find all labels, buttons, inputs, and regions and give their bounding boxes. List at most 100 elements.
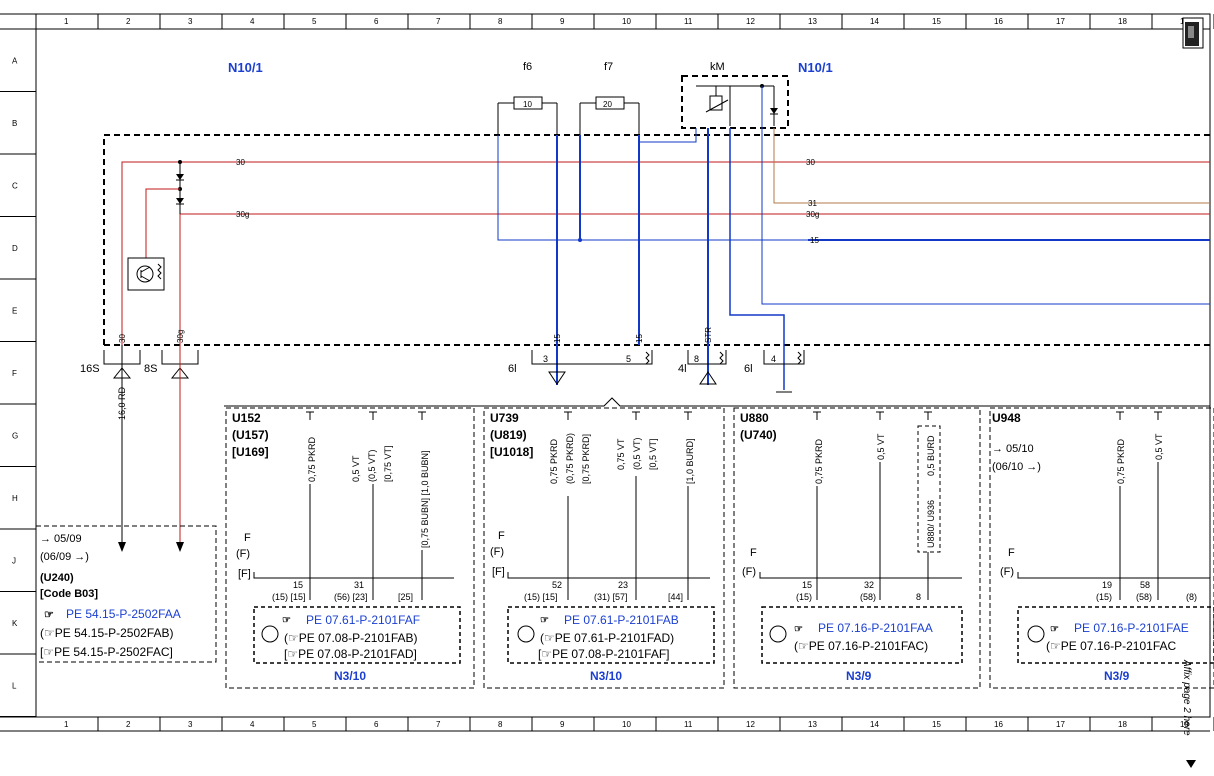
- svg-text:23: 23: [618, 580, 628, 590]
- column-number: 1: [64, 17, 69, 26]
- svg-text:(15) [15]: (15) [15]: [272, 592, 306, 602]
- row-letter: B: [12, 119, 17, 128]
- svg-text:F: F: [1008, 547, 1015, 559]
- svg-text:15: 15: [802, 580, 812, 590]
- wire-30g-right-label: 30g: [806, 210, 819, 219]
- document-icon[interactable]: [1182, 17, 1204, 49]
- svg-text:(58): (58): [1136, 592, 1152, 602]
- connector-4l: [687, 350, 727, 385]
- connector-6l: [531, 350, 653, 385]
- column-number: 6: [374, 720, 379, 729]
- u240-box: [35, 525, 217, 663]
- wire-15-label: 15: [810, 236, 819, 245]
- doc-ref-link[interactable]: [☞PE 07.08-P-2101FAD]: [284, 647, 417, 661]
- doc-ref-link[interactable]: PE 07.16-P-2101FAE: [1074, 621, 1189, 635]
- column-number: 9: [560, 17, 565, 26]
- column-number: 11: [684, 720, 693, 729]
- svg-text:U880: U880: [740, 411, 769, 425]
- variant-panel-u880: U880 (U740) 0,75 PKRD 0,5 VT 0,5 BURD U8…: [733, 407, 981, 689]
- row-letter: A: [12, 56, 18, 65]
- pin-30g-label: 30g: [176, 330, 185, 343]
- row-letter: J: [12, 556, 16, 565]
- svg-text:☞: ☞: [794, 624, 803, 635]
- row-letter: F: [12, 369, 17, 378]
- connector-16s: [103, 345, 141, 552]
- fuse-f7: 20: [579, 96, 640, 135]
- svg-text:F: F: [750, 547, 757, 559]
- column-number: 4: [250, 720, 255, 729]
- u240-line4: [Code B03]: [40, 588, 98, 600]
- svg-text:[0,5 VT]: [0,5 VT]: [648, 438, 658, 470]
- svg-text:[0,75 PKRD]: [0,75 PKRD]: [581, 434, 591, 484]
- svg-text:(F): (F): [236, 548, 250, 560]
- svg-text:U739: U739: [490, 411, 519, 425]
- fuse-f6-label: f6: [523, 61, 532, 73]
- doc-ref-link[interactable]: (☞PE 07.16-P-2101FAC): [794, 639, 928, 653]
- svg-text:F: F: [498, 530, 505, 542]
- column-number: 17: [1056, 17, 1065, 26]
- column-number: 9: [560, 720, 565, 729]
- svg-text:0,5 VT: 0,5 VT: [1154, 433, 1164, 460]
- svg-text:[44]: [44]: [668, 592, 683, 602]
- column-number: 14: [870, 720, 879, 729]
- doc-ref-link[interactable]: (☞PE 07.16-P-2101FAC: [1046, 639, 1176, 653]
- svg-text:☞: ☞: [282, 615, 291, 626]
- affix-note: Affix page 2 here: [1181, 659, 1192, 736]
- doc-ref-link[interactable]: PE 07.16-P-2101FAA: [818, 621, 933, 635]
- svg-text:(58): (58): [860, 592, 876, 602]
- column-number: 16: [994, 720, 1003, 729]
- svg-text:U948: U948: [992, 411, 1021, 425]
- pin-5-label: 5: [626, 354, 631, 364]
- row-letter: E: [12, 306, 17, 315]
- blue-wires: [497, 86, 1210, 390]
- svg-text:(8): (8): [1186, 592, 1197, 602]
- pin-8-label: 8: [694, 354, 699, 364]
- column-number: 19: [1180, 720, 1189, 729]
- pin-15a-label: 15: [553, 334, 562, 343]
- wire-30-right-label: 30: [806, 158, 815, 167]
- column-number: 10: [622, 720, 631, 729]
- doc-ref-link[interactable]: [☞PE 07.08-P-2101FAF]: [538, 647, 670, 661]
- row-letter: D: [12, 244, 18, 253]
- column-number: 11: [684, 17, 693, 26]
- wire-31-label: 31: [808, 199, 817, 208]
- fuse-f7-label: f7: [604, 61, 613, 73]
- doc-ref-link[interactable]: PE 07.61-P-2101FAF: [306, 613, 420, 627]
- column-number: 13: [808, 720, 817, 729]
- svg-text:8: 8: [916, 592, 921, 602]
- pin-15b-label: 15: [635, 334, 644, 343]
- doc-ref-link[interactable]: (☞PE 07.61-P-2101FAD): [540, 631, 674, 645]
- svg-text:0,5 VT: 0,5 VT: [876, 433, 886, 460]
- connector-6l-right: [763, 350, 805, 393]
- svg-text:52: 52: [552, 580, 562, 590]
- doc-ref-link[interactable]: PE 07.61-P-2101FAB: [564, 613, 679, 627]
- svg-text:N3/9: N3/9: [846, 669, 872, 683]
- svg-text:[1,0 BURD]: [1,0 BURD]: [685, 438, 695, 484]
- column-number: 15: [932, 17, 941, 26]
- connector-6l-label: 6l: [508, 363, 517, 375]
- u240-ref2-link[interactable]: (☞PE 54.15-P-2502FAB): [40, 626, 174, 640]
- pin-30-label: 30: [118, 334, 127, 343]
- fuse-f6: 10: [497, 96, 558, 135]
- wire-spec: [0,75 VT]: [383, 445, 393, 482]
- svg-text:(15) [15]: (15) [15]: [524, 592, 558, 602]
- svg-text:0,75 PKRD: 0,75 PKRD: [1116, 438, 1126, 484]
- column-number: 18: [1118, 720, 1127, 729]
- connector-16s-label: 16S: [80, 363, 100, 375]
- u240-ref1-link[interactable]: PE 54.15-P-2502FAA: [66, 607, 181, 621]
- column-number: 10: [622, 17, 631, 26]
- doc-ref-link[interactable]: (☞PE 07.08-P-2101FAB): [284, 631, 418, 645]
- svg-text:U880/ U936: U880/ U936: [926, 500, 936, 548]
- svg-text:0,5 BURD: 0,5 BURD: [926, 435, 936, 476]
- variant-panel-u739: U739 (U819) [U1018] 0,75 PKRD (0,75 PKRD…: [483, 407, 725, 689]
- row-letter: C: [12, 181, 18, 190]
- connector-4l-label: 4l: [678, 363, 687, 375]
- column-number: 5: [312, 17, 317, 26]
- svg-text:(06/10 →): (06/10 →): [992, 461, 1041, 473]
- column-number: 1: [64, 720, 69, 729]
- module-label-left: N10/1: [228, 60, 263, 75]
- svg-text:10: 10: [523, 100, 532, 109]
- u240-ref3-link[interactable]: [☞PE 54.15-P-2502FAC]: [40, 645, 173, 659]
